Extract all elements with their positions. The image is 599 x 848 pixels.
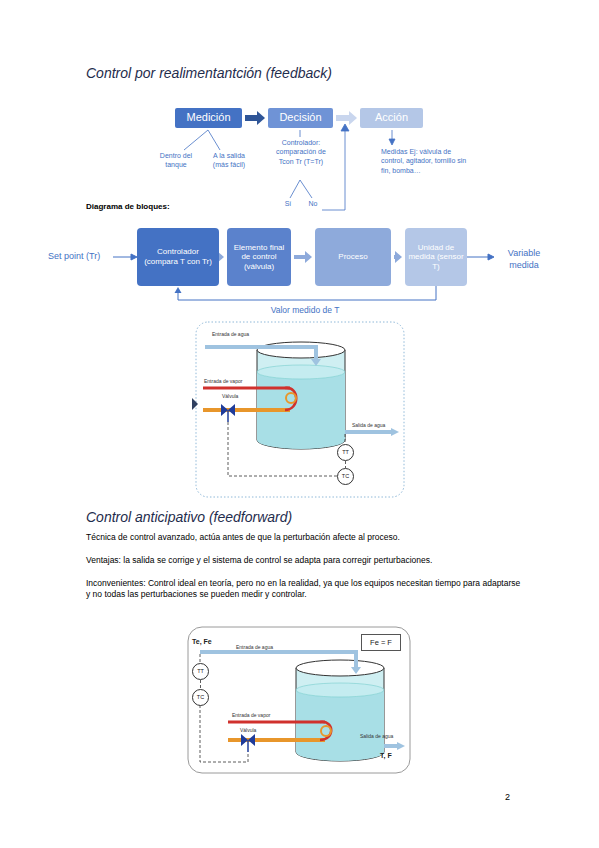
note-text: Controlador: comparación de Tcon Tr (T=T… <box>268 138 334 166</box>
connector <box>175 286 437 300</box>
note-text: Medidas Ej: válvula de control, agitador… <box>381 147 471 175</box>
step-box: Medición <box>175 108 242 128</box>
block-box: Unidad de medida (sensor T) <box>405 228 467 286</box>
note-box: Fe = F <box>361 634 401 651</box>
body-text: Ventajas: la salida se corrige y el sist… <box>86 555 536 566</box>
part-label: Entrada de agua <box>212 331 292 338</box>
note-text: Dentro del tanque <box>152 151 200 170</box>
body-text: Inconvenientes: Control ideal en teoría,… <box>86 578 526 601</box>
tank-illustration-feedback <box>192 322 404 497</box>
instrument-circle: TT <box>192 663 209 680</box>
connector <box>345 461 346 468</box>
part-label: Entrada de agua <box>236 644 316 651</box>
connector <box>336 111 357 125</box>
section-heading: Control anticipativo (feedforward) <box>86 508 292 527</box>
note-text: A la salida (más fácil) <box>206 151 252 170</box>
node-text: Medición <box>186 111 230 124</box>
part-label: T, F <box>380 751 410 760</box>
connector <box>200 680 201 689</box>
page-number: 2 <box>505 791 525 803</box>
body-text: Técnica de control avanzado, actúa antes… <box>86 532 536 543</box>
part-label: Entrada de vapor <box>204 378 284 385</box>
node-text: TT <box>197 668 204 675</box>
instrument-circle: TC <box>337 468 354 485</box>
signal-label: Set point (Tr) <box>48 250 114 262</box>
node-text: Controlador (compara T con Tr) <box>140 247 216 266</box>
leader-lines <box>184 124 395 210</box>
connector <box>245 111 265 125</box>
block-box: Controlador (compara T con Tr) <box>137 228 219 286</box>
part-label: Válvula <box>222 393 262 400</box>
block-box: Proceso <box>315 228 391 286</box>
part-label: Te, Fe <box>192 637 232 646</box>
branch-label: Sí <box>281 199 295 208</box>
node-text: TC <box>197 694 204 701</box>
branch-label: No <box>305 199 321 208</box>
node-text: Elemento final de control (válvula) <box>230 243 288 272</box>
node-text: TT <box>342 449 349 456</box>
node-text: Decisión <box>279 111 321 124</box>
node-text: Proceso <box>338 252 367 262</box>
part-label: Válvula <box>240 727 280 734</box>
part-label: Salida de agua <box>352 422 402 429</box>
connector <box>394 251 402 263</box>
part-label: Entrada de vapor <box>232 712 312 719</box>
tank-illustration-feedforward <box>188 627 410 773</box>
page-heading: Control por realimentantción (feedback) <box>86 64 332 83</box>
instrument-circle: TT <box>337 444 354 461</box>
section-label: Diagrama de bloques: <box>86 202 236 213</box>
node-text: Unidad de medida (sensor T) <box>408 243 464 272</box>
step-box: Decisión <box>268 108 333 128</box>
signal-label: Valor medido de T <box>250 305 360 316</box>
instrument-circle: TC <box>192 689 209 706</box>
block-box: Elemento final de control (válvula) <box>227 228 291 286</box>
node-text: Fe = F <box>370 638 392 647</box>
step-box: Acción <box>360 108 423 128</box>
connector <box>294 251 312 263</box>
node-text: Acción <box>375 111 408 124</box>
signal-label: Variable medida <box>496 247 552 271</box>
node-text: TC <box>342 473 349 480</box>
part-label: Salida de agua <box>360 733 410 740</box>
